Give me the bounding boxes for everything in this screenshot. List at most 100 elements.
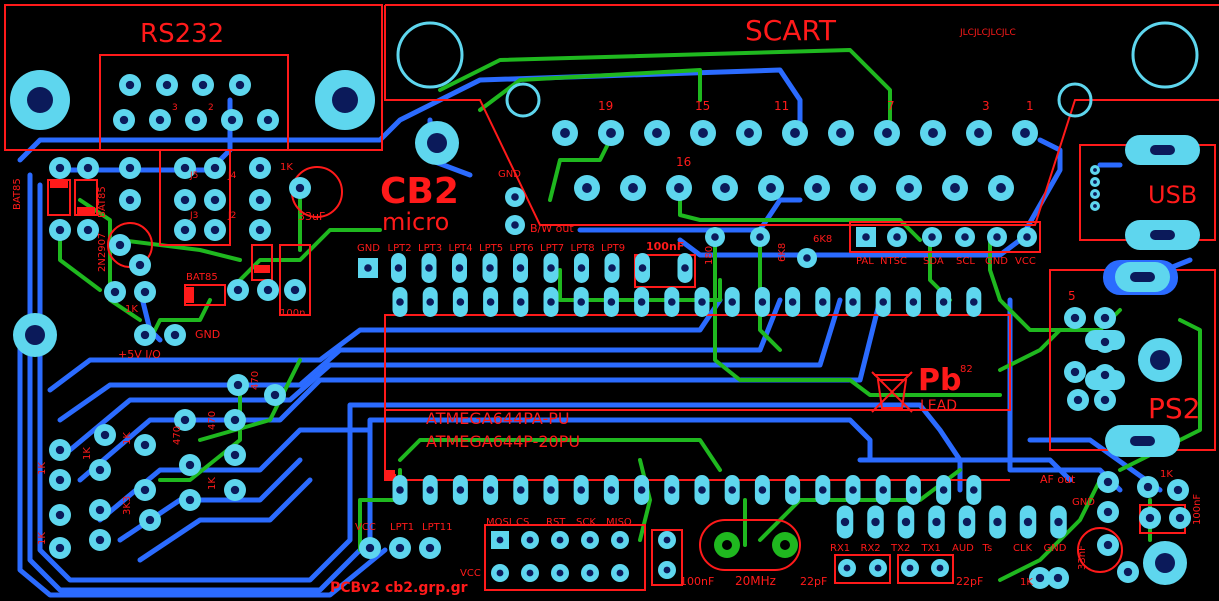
component-pin (134, 434, 156, 456)
chip-pin (694, 475, 710, 505)
chip-pin (724, 287, 740, 317)
component-pin (1097, 501, 1119, 523)
r-470b-label: 470 (207, 411, 218, 430)
lpt-header-pin (635, 253, 650, 283)
chip-pin (392, 475, 408, 505)
component-pin (249, 189, 271, 211)
hdr-vcc-label: VCC (355, 522, 376, 533)
bw-out-label: B/W out (530, 222, 574, 235)
component-pin (49, 219, 71, 241)
component-pin (174, 219, 196, 241)
bat85-c-outline (184, 284, 226, 306)
component-pin (49, 439, 71, 461)
top-layer-traces (17, 67, 1193, 598)
db9-pin (221, 109, 243, 131)
lead-free-icon (871, 371, 913, 413)
db9-pin (185, 109, 207, 131)
scart-connector-outline (384, 4, 1219, 226)
scart-pin (712, 175, 738, 201)
component-pin (94, 424, 116, 446)
chip-pin (754, 287, 770, 317)
bw-out-pin (505, 187, 525, 207)
usb-pin (1090, 201, 1100, 211)
r-1k-b-label: 1K (280, 162, 293, 173)
chip-pin (483, 287, 499, 317)
bat85-d-outline (251, 244, 273, 281)
chip-pin (785, 475, 801, 505)
pb-label: Pb (918, 363, 961, 398)
chip-pin (392, 287, 408, 317)
r-6k8a-label: 6K8 (777, 243, 788, 262)
cap-pin (838, 559, 856, 577)
component-pin (104, 281, 126, 303)
cap-pin (677, 253, 693, 283)
r-1k-list-0: 1K (37, 462, 48, 475)
isp-pin (521, 531, 539, 549)
component-pin (89, 529, 111, 551)
bottom-header-pin (1050, 505, 1067, 539)
chip-pin (785, 287, 801, 317)
jumper-j5-label: J5 (189, 171, 198, 181)
chip-pin (634, 475, 650, 505)
db9-pin (149, 109, 171, 131)
component-pin (204, 219, 226, 241)
r-1k-list-1: 1K (82, 447, 93, 460)
cap-100n-small-label: 100n (280, 308, 305, 319)
usb-pin (1090, 177, 1100, 187)
component-pin (179, 454, 201, 476)
through-hole-pads (49, 74, 1191, 589)
cap-33nf-label: 33nF (1077, 545, 1088, 570)
scart-pin (598, 120, 624, 146)
lpt-header-pin (513, 253, 528, 283)
component-pin (224, 409, 246, 431)
r-470a-label: 470 (250, 371, 261, 390)
db9-pin (156, 74, 178, 96)
chip-pin (573, 475, 589, 505)
db9-pin (113, 109, 135, 131)
bottom-header-pin (958, 505, 976, 539)
component-pin (1139, 507, 1161, 529)
chip-pin (845, 475, 861, 505)
component-pin (77, 157, 99, 179)
scart-pin (1012, 120, 1038, 146)
cap-22pf-a-outline (834, 554, 891, 584)
chip-label-line1: ATMEGA644PA-PU (426, 409, 570, 428)
lpt-label-4: LPT5 (479, 243, 503, 254)
chip-pin (422, 475, 438, 505)
transistor-label: 2N2907 (97, 233, 108, 272)
r-470c-label: 470 (172, 426, 183, 445)
config-label-2: SDA (923, 256, 944, 267)
lpt-header-pin (391, 253, 406, 283)
cap-pin (658, 561, 676, 579)
scart-pin (966, 120, 992, 146)
scart-pin (758, 175, 784, 201)
component-pin (1047, 567, 1069, 589)
scart-pin-19: 19 (598, 99, 613, 113)
r-1k-list-2: 1K (122, 432, 133, 445)
bottom-header-pin (1019, 505, 1037, 539)
component-pin (109, 234, 131, 256)
chip-pin (513, 287, 529, 317)
scart-pin (942, 175, 968, 201)
chip-pin (452, 475, 468, 505)
ps2-pin (1064, 361, 1086, 383)
ps2-pin-5: 5 (1068, 289, 1076, 303)
chip-pin (875, 475, 891, 505)
ps2-label: PS2 (1148, 392, 1200, 425)
component-pin (1097, 534, 1119, 556)
scart-label: SCART (745, 14, 837, 47)
jumper-j3-label: J3 (189, 211, 198, 221)
chip-pin (936, 287, 952, 317)
jumper-j4-label: J4 (227, 171, 237, 181)
scart-pin-1: 1 (1026, 99, 1034, 113)
bw-out-pin (505, 215, 525, 235)
component-pin (257, 279, 279, 301)
lpt-label-6: LPT7 (540, 243, 564, 254)
chip-pin (845, 287, 861, 317)
lpt-label-8: LPT9 (601, 243, 625, 254)
r180-pin (705, 227, 725, 247)
lpt-header-pin (421, 253, 437, 283)
chip-pin (936, 475, 952, 505)
isp-pin (611, 564, 629, 582)
